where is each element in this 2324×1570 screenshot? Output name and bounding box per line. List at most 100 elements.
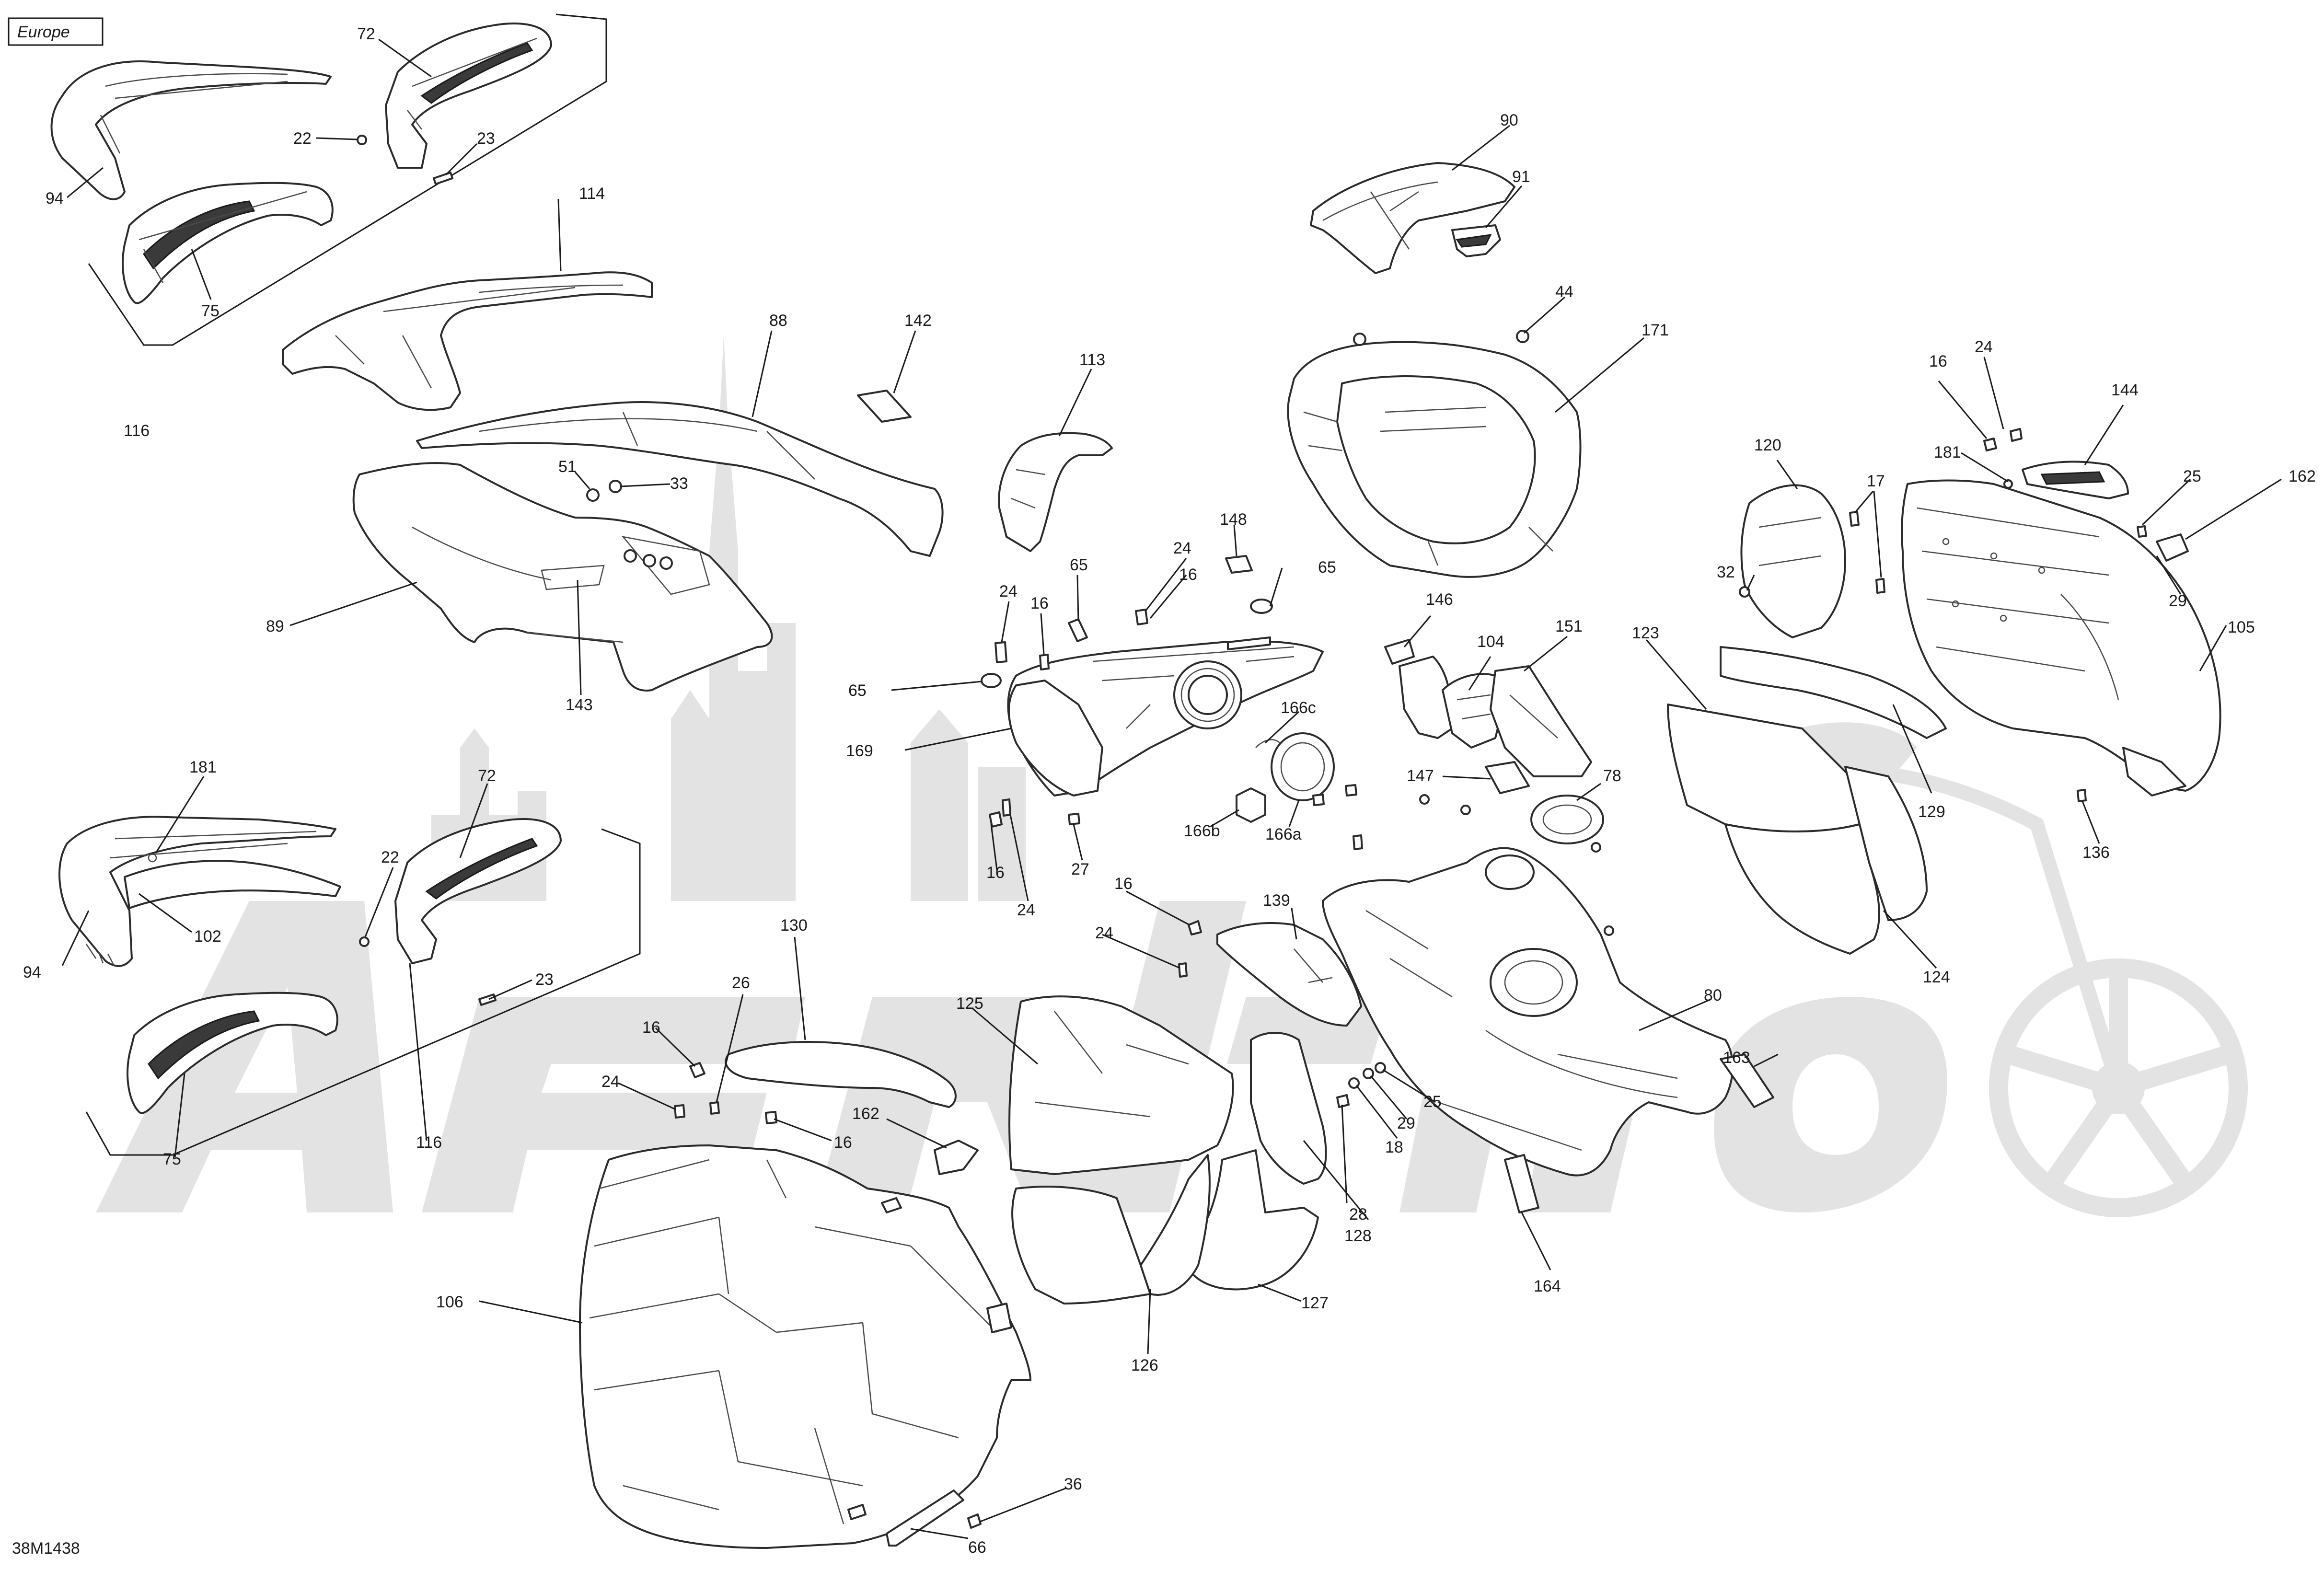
part-125 xyxy=(1008,995,1234,1175)
callout-171: 171 xyxy=(1642,321,1669,339)
part-162-left xyxy=(934,1140,979,1175)
grommet-65-left xyxy=(981,673,1002,688)
callout-16: 16 xyxy=(642,1018,660,1037)
part-129 xyxy=(1720,646,1947,739)
small-hardware-80 xyxy=(1353,794,1614,936)
part-146 xyxy=(1384,639,1453,739)
europe-group-bottom xyxy=(58,816,641,1156)
callout-151: 151 xyxy=(1555,617,1583,635)
callout-16: 16 xyxy=(1179,566,1197,584)
callout-33: 33 xyxy=(670,474,688,493)
part-105 xyxy=(1901,479,2221,797)
europe-group-top: Europe xyxy=(8,13,607,346)
part-106 xyxy=(579,1144,1031,1549)
part-91 xyxy=(1451,224,1501,257)
callout-16: 16 xyxy=(1030,594,1049,612)
callout-18: 18 xyxy=(1385,1138,1403,1156)
callout-181: 181 xyxy=(1934,443,1961,462)
part-148-strip xyxy=(1227,636,1271,650)
callout-114: 114 xyxy=(579,185,605,203)
callout-36: 36 xyxy=(1064,1475,1082,1493)
part-151 xyxy=(1490,665,1592,777)
callout-120: 120 xyxy=(1754,436,1781,454)
part-72-top xyxy=(385,23,552,169)
callout-17: 17 xyxy=(1867,472,1885,490)
part-94-top xyxy=(50,60,332,200)
grommet-65-right xyxy=(1250,599,1273,614)
callout-26: 26 xyxy=(732,974,750,992)
callout-91: 91 xyxy=(1512,168,1530,186)
callout-23: 23 xyxy=(477,129,495,148)
callout-128: 128 xyxy=(1344,1227,1372,1245)
callout-106: 106 xyxy=(436,1293,463,1311)
callout-22: 22 xyxy=(293,129,312,148)
callout-123: 123 xyxy=(1632,624,1659,642)
callout-44: 44 xyxy=(1555,283,1573,301)
callout-94: 94 xyxy=(46,189,64,208)
part-80 xyxy=(1322,847,1734,1177)
callout-51: 51 xyxy=(558,458,577,476)
part-75-top xyxy=(122,182,334,304)
nut-22-top xyxy=(357,135,367,145)
screw-23-bottom xyxy=(478,993,497,1006)
callout-94: 94 xyxy=(23,963,41,981)
callout-113: 113 xyxy=(1079,351,1105,369)
callout-16: 16 xyxy=(1929,352,1947,370)
callout-181: 181 xyxy=(189,758,217,776)
callout-16: 16 xyxy=(986,864,1005,882)
europe-label-box xyxy=(8,17,104,46)
callout-28: 28 xyxy=(1349,1205,1367,1224)
part-127 xyxy=(1188,1149,1319,1291)
nut-33 xyxy=(609,480,622,493)
callout-22: 22 xyxy=(381,848,399,866)
callout-66: 66 xyxy=(968,1538,986,1557)
part-94-bottom xyxy=(58,816,336,967)
part-162-right xyxy=(2156,533,2189,562)
callout-124: 124 xyxy=(1923,968,1950,986)
part-89 xyxy=(352,462,773,692)
part-36 xyxy=(967,1513,982,1529)
callout-75: 75 xyxy=(163,1150,181,1168)
part-120 xyxy=(1740,484,1846,638)
part-163 xyxy=(1720,1053,1774,1108)
callout-89: 89 xyxy=(266,617,284,635)
part-139 xyxy=(1216,922,1362,1027)
part-142 xyxy=(857,390,912,423)
callout-75: 75 xyxy=(201,302,220,320)
hardware-right xyxy=(1739,428,2147,802)
callout-24: 24 xyxy=(601,1073,620,1091)
spring-65 xyxy=(1068,618,1088,642)
callout-148: 148 xyxy=(1220,510,1247,529)
callout-24: 24 xyxy=(1095,924,1113,942)
callout-labels: 94 72 22 23 75 116 114 88 142 51 33 89 1… xyxy=(23,25,2316,1557)
callout-29: 29 xyxy=(1397,1114,1415,1132)
callout-65: 65 xyxy=(1318,558,1336,577)
screw-23-top xyxy=(433,172,453,185)
callout-16: 16 xyxy=(1114,875,1133,893)
callout-24: 24 xyxy=(999,582,1017,600)
callout-105: 105 xyxy=(2228,618,2255,636)
part-130 xyxy=(725,1041,957,1108)
callout-125: 125 xyxy=(956,994,983,1013)
callout-24: 24 xyxy=(1975,338,1993,356)
callout-162: 162 xyxy=(852,1105,879,1123)
callout-166b: 166b xyxy=(1184,822,1220,840)
callout-116: 116 xyxy=(124,422,150,440)
callout-24: 24 xyxy=(1173,539,1191,557)
part-169-headlight-assembly xyxy=(1007,640,1324,797)
nut-51 xyxy=(586,488,600,502)
nut-22-bottom xyxy=(359,936,370,947)
screws-headlight xyxy=(989,609,1357,828)
callout-88: 88 xyxy=(769,312,787,330)
callout-139: 139 xyxy=(1263,891,1290,910)
callout-127: 127 xyxy=(1301,1294,1329,1312)
part-102 xyxy=(124,860,341,909)
part-124 xyxy=(1724,766,1928,955)
bracket-116-bottom xyxy=(85,828,641,1156)
hardware-left-center xyxy=(674,920,1386,1124)
callout-65: 65 xyxy=(848,681,867,700)
callout-102: 102 xyxy=(194,927,221,946)
callout-142: 142 xyxy=(904,312,932,330)
callout-29: 29 xyxy=(2169,592,2187,610)
